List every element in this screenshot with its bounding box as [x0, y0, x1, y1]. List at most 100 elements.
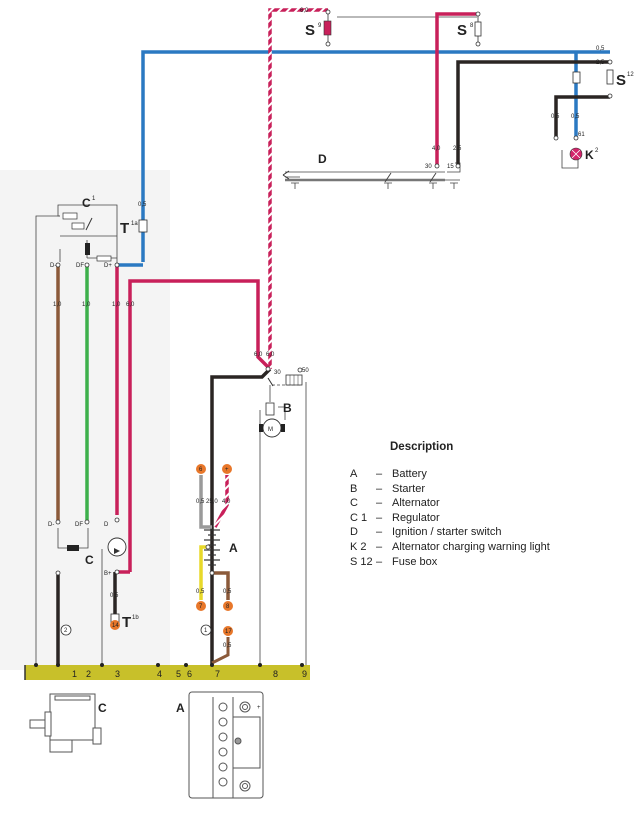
connector-t1a-sup: 1a: [131, 221, 138, 227]
connector-8: 8: [226, 604, 230, 610]
wire-black-top: [456, 60, 610, 166]
legend-dash: –: [376, 497, 383, 510]
terminal-15-node: [455, 163, 461, 169]
starter-motor-label: M: [268, 427, 273, 433]
terminal-df: DF: [76, 263, 84, 269]
connector-7: 7: [199, 604, 203, 610]
terminal-30-node: [434, 163, 440, 169]
regulator-c1-sup: 1: [92, 196, 96, 202]
legend-label: Battery: [392, 468, 427, 480]
wire-size-bat-brown: 0,5: [223, 589, 232, 595]
battery-illustration-label: A: [176, 701, 185, 715]
ground-strip-number: 6: [187, 669, 192, 679]
wire-size-labels: 6,0 0,5 2,5 0,5 0,5 4,0 2,5 0,5 1,0 1,0 …: [53, 8, 605, 649]
battery-a-label: A: [229, 541, 238, 555]
ground-strip-dot: [156, 663, 160, 667]
alternator-c: [55, 517, 127, 575]
wire-size-30: 4,0: [432, 146, 441, 152]
legend-dash: –: [376, 482, 383, 495]
wire-size-black-top: 2,5: [596, 60, 605, 66]
wire-red-b: [128, 279, 270, 572]
fuse-s9: [323, 9, 332, 47]
legend-item: C 1–Regulator: [350, 511, 550, 526]
legend-label: Ignition / starter switch: [392, 526, 502, 539]
ground-strip-number: 4: [157, 669, 162, 679]
connector-14: 14: [112, 623, 119, 629]
terminal-b-plus: B+: [104, 571, 112, 577]
terminal-alt-df: DF: [75, 522, 83, 528]
battery-neg-node: [209, 570, 215, 576]
ground-2-node: [55, 570, 61, 576]
legend-item: D–Ignition / starter switch: [350, 525, 550, 540]
warning-light-k2-label: K: [585, 148, 594, 162]
ground-strip-number: 5: [176, 669, 181, 679]
legend-item: C –Alternator: [350, 496, 550, 511]
legend-code: B: [350, 482, 358, 495]
legend-item: B –Starter: [350, 482, 550, 497]
ground-strip-number: 3: [115, 669, 120, 679]
terminal-30-starter: 30: [274, 370, 281, 376]
terminal-d-plus: D+: [104, 263, 112, 269]
ground-strip-dot: [210, 663, 214, 667]
legend-label: Regulator: [392, 511, 440, 524]
wire-size-brown: 1,0: [53, 302, 62, 308]
starter-b-label: B: [283, 401, 292, 415]
ground-1-label: 1: [204, 628, 208, 634]
ground-strip-dot: [258, 663, 262, 667]
wire-bat-grey: [199, 475, 212, 529]
regulator-c1: [55, 212, 120, 268]
fuse-box-s12-label: S: [616, 72, 626, 89]
wire-bat-ground: [211, 637, 230, 665]
connector-17: 17: [225, 629, 232, 635]
ground-strip-number: 9: [302, 669, 307, 679]
wire-size-red-dplus: 1,0: [112, 302, 121, 308]
wire-size-bat-grey: 0,5: [196, 499, 205, 505]
wire-size-ground-bat: 0,5: [223, 643, 232, 649]
legend-code: C 1: [350, 511, 368, 524]
legend-dash: –: [376, 540, 383, 553]
legend-dash: –: [376, 468, 383, 480]
regulator-c1-label: C: [82, 196, 91, 210]
legend-code: A: [350, 468, 358, 480]
ground-strip-dot: [184, 663, 188, 667]
connector-t1b-sup: 1b: [132, 615, 139, 621]
connector-t1a-label: T: [120, 220, 129, 237]
wire-size-bat-yellow: 0,5: [196, 589, 205, 595]
ground-1-marker: [200, 624, 212, 636]
legend-code: S 12: [350, 555, 373, 568]
legend-title: Description: [390, 441, 454, 453]
legend-dash: –: [376, 511, 383, 524]
wire-bat-brown: [214, 571, 230, 600]
ground-2-label: 2: [64, 628, 68, 634]
ground-strip-dot: [300, 663, 304, 667]
legend-code: C: [350, 497, 358, 510]
legend-item: A –Battery: [350, 467, 550, 482]
fuse-s9-label: S: [305, 22, 315, 39]
terminal-d-minus: D-: [50, 263, 56, 269]
ground-strip: [25, 665, 310, 680]
battery-a: [204, 529, 220, 566]
wire-red-striped: [268, 8, 328, 369]
warning-light-k2: [553, 135, 583, 161]
ignition-switch-label: D: [318, 152, 327, 166]
wire-blue-main: [141, 50, 610, 262]
legend-label: Alternator: [392, 497, 440, 510]
connector-t1b-label: T: [122, 614, 131, 631]
terminal-30: 30: [425, 164, 432, 170]
legend-label: Starter: [392, 482, 426, 495]
terminal-alt-d: D: [104, 522, 109, 528]
wire-size-top: 6,0: [300, 8, 309, 14]
wire-size-blue-left: 0,5: [138, 202, 147, 208]
legend-dash: –: [376, 526, 383, 539]
wire-size-starter-b: 6,0: [266, 352, 275, 358]
battery-illustration: [188, 691, 264, 799]
connector-6: 6: [199, 467, 203, 473]
wire-black-k2: [554, 95, 610, 138]
alternator-illustration-label: C: [98, 701, 107, 715]
ground-strip-dots: [34, 663, 304, 667]
legend-label: Alternator charging warning light: [392, 540, 550, 553]
wire-size-bat-red: 4,0: [222, 499, 231, 505]
wire-red-30: [435, 12, 476, 166]
